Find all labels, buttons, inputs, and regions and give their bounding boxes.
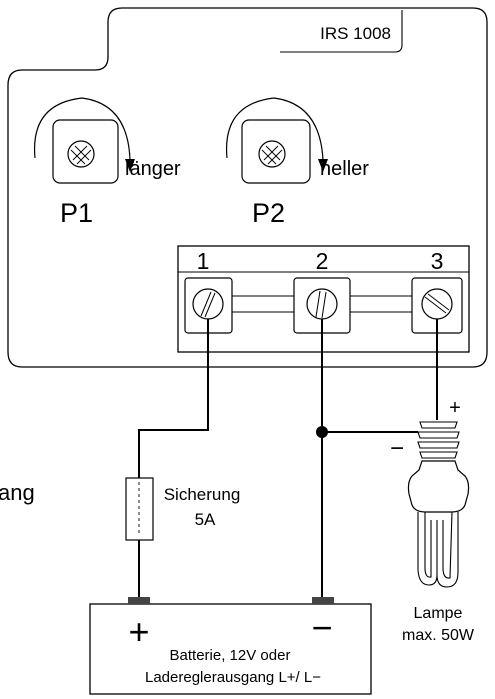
fuse-label: Sicherung xyxy=(164,485,241,504)
battery-minus-terminal xyxy=(312,597,334,604)
wire-terminal-1-to-fuse xyxy=(138,319,209,478)
terminal-2-label: 2 xyxy=(316,248,329,274)
screw-icon xyxy=(306,288,338,320)
lamp-icon xyxy=(407,421,470,588)
fuse xyxy=(125,477,154,541)
lamp-label-line1: Lampe xyxy=(414,605,463,622)
p2-label: P2 xyxy=(252,198,285,228)
battery-label-line1: Batterie, 12V oder xyxy=(170,647,291,664)
lamp-label-line2: max. 50W xyxy=(402,627,475,644)
rotation-arrow-icon xyxy=(225,97,324,161)
junction-dot xyxy=(316,426,328,438)
device-enclosure xyxy=(7,7,488,368)
cut-off-text: ang xyxy=(0,480,35,505)
terminal-1-label: 1 xyxy=(197,248,210,274)
model-label-frame xyxy=(280,10,403,53)
wiring xyxy=(138,319,438,598)
trim-screw-icon xyxy=(258,140,286,168)
terminal-1[interactable] xyxy=(184,277,233,334)
p2-direction-label: heller xyxy=(320,158,369,180)
terminal-3-label: 3 xyxy=(431,248,444,274)
p1-label: P1 xyxy=(60,198,93,228)
battery-label-line2: Ladereglerausgang L+/ L− xyxy=(145,669,321,686)
screw-icon xyxy=(421,288,453,320)
battery xyxy=(89,597,372,695)
potentiometer-p1[interactable] xyxy=(33,97,135,184)
battery-minus-sign: − xyxy=(311,607,332,648)
screw-icon xyxy=(192,288,224,320)
rotation-arrow-icon xyxy=(33,97,131,161)
lamp-plus-sign: + xyxy=(449,397,461,419)
lamp-minus-sign: − xyxy=(390,435,404,462)
battery-plus-sign: + xyxy=(128,611,149,652)
model-label: IRS 1008 xyxy=(320,24,391,43)
p1-direction-label: länger xyxy=(125,158,181,180)
terminal-3[interactable] xyxy=(411,277,463,334)
trim-screw-icon xyxy=(67,140,95,168)
potentiometer-p2[interactable] xyxy=(225,97,328,184)
fuse-rating: 5A xyxy=(195,510,216,529)
battery-plus-terminal xyxy=(128,597,150,604)
terminal-2[interactable] xyxy=(293,277,351,334)
